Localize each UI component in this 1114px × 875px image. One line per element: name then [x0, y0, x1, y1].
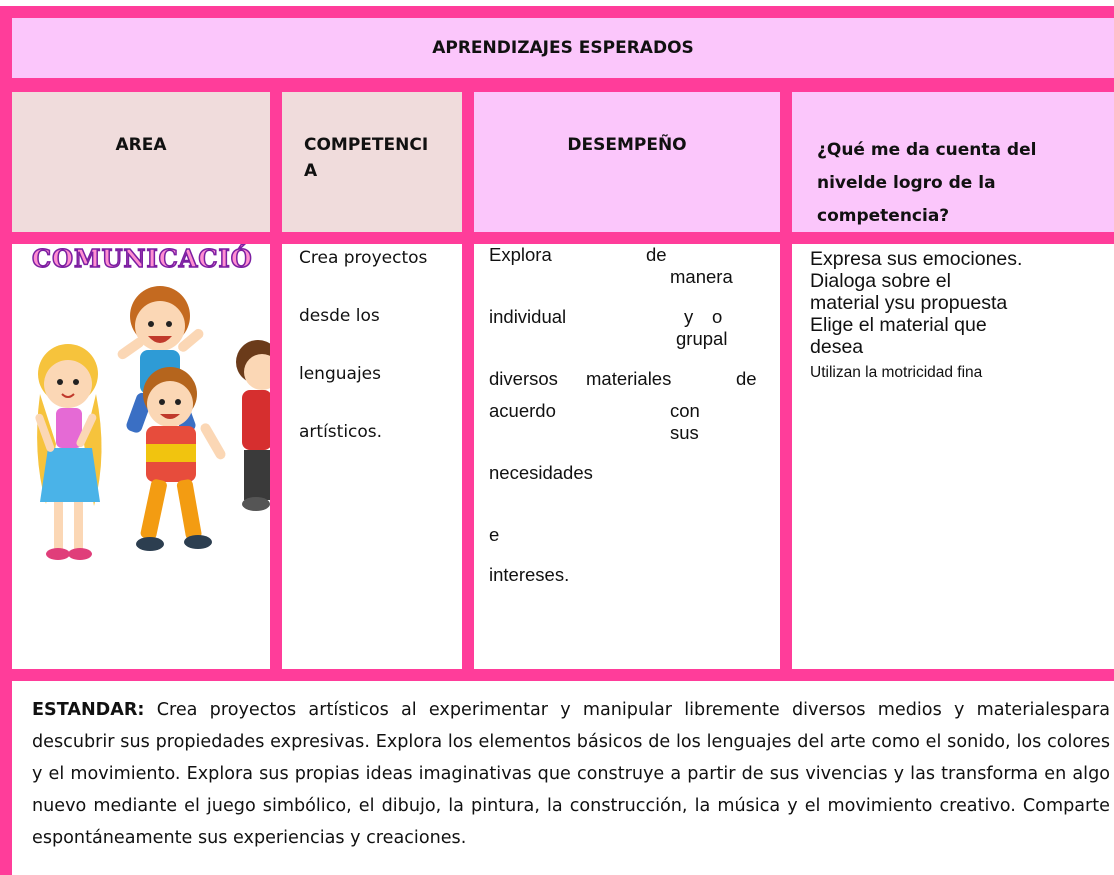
desempeno-word: sus [670, 422, 699, 443]
estandar-section: ESTANDAR: Crea proyectos artísticos al e… [12, 681, 1114, 875]
desempeno-word: materiales [586, 368, 672, 389]
desempeno-word: grupal [676, 328, 728, 349]
competencia-cell: Crea proyectos desde los lenguajes artís… [282, 244, 462, 669]
logro-line: Dialoga sobre el [810, 270, 951, 292]
competencia-line: artísticos. [299, 422, 383, 442]
desempeno-word: manera [670, 266, 733, 287]
children-playing-illustration [35, 286, 270, 560]
desempeno-word: acuerdo [489, 400, 556, 421]
desempeno-word: o [712, 306, 723, 327]
desempeno-word: de [646, 244, 667, 265]
header-competencia: COMPETENCI A [282, 92, 462, 232]
competencia-line: Crea proyectos [299, 248, 428, 268]
logro-line: material ysu propuesta [810, 292, 1008, 314]
logro-line: Utilizan la motricidad fina [810, 364, 983, 381]
boy-bottom-figure [136, 367, 226, 551]
logro-line: desea [810, 336, 864, 358]
girl-figure [35, 344, 102, 560]
estandar-text: Crea proyectos artísticos al experimenta… [32, 700, 1110, 848]
desempeno-word: de [736, 368, 757, 389]
area-title: COMUNICACIÓ [31, 244, 253, 274]
border-row2 [0, 232, 1114, 244]
border-top [0, 6, 1114, 18]
border-row3 [0, 669, 1114, 681]
desempeno-word: Explora [489, 244, 552, 265]
area-cell: COMUNICACIÓ [12, 244, 270, 669]
logro-line: Expresa sus emociones. [810, 248, 1023, 270]
border-row1 [0, 78, 1114, 92]
border-left [0, 6, 12, 875]
desempeno-cell: Explora de manera individual y o grupal … [474, 244, 780, 669]
desempeno-word: e [489, 524, 500, 545]
desempeno-word: diversos [489, 368, 558, 389]
border-col1 [270, 92, 282, 681]
header-logro-question: ¿Qué me da cuenta del nivelde logro de l… [792, 92, 1114, 232]
border-col3 [780, 92, 792, 681]
header-desempeno: DESEMPEÑO [474, 92, 780, 232]
boy-right-figure [236, 340, 270, 511]
desempeno-word: y [684, 306, 694, 327]
competencia-line: desde los [299, 306, 380, 326]
page-title: APRENDIZAJES ESPERADOS [12, 18, 1114, 78]
logro-cell: Expresa sus emociones. Dialoga sobre el … [792, 244, 1114, 669]
logro-line: Elige el material que [810, 314, 987, 336]
competencia-line: lenguajes [299, 364, 381, 384]
border-col2 [462, 92, 474, 681]
desempeno-word: con [670, 400, 700, 421]
desempeno-word: individual [489, 306, 567, 327]
header-area: AREA [12, 92, 270, 232]
estandar-label: ESTANDAR: [32, 700, 145, 720]
desempeno-word: necesidades [489, 462, 593, 483]
desempeno-word: intereses. [489, 564, 570, 585]
